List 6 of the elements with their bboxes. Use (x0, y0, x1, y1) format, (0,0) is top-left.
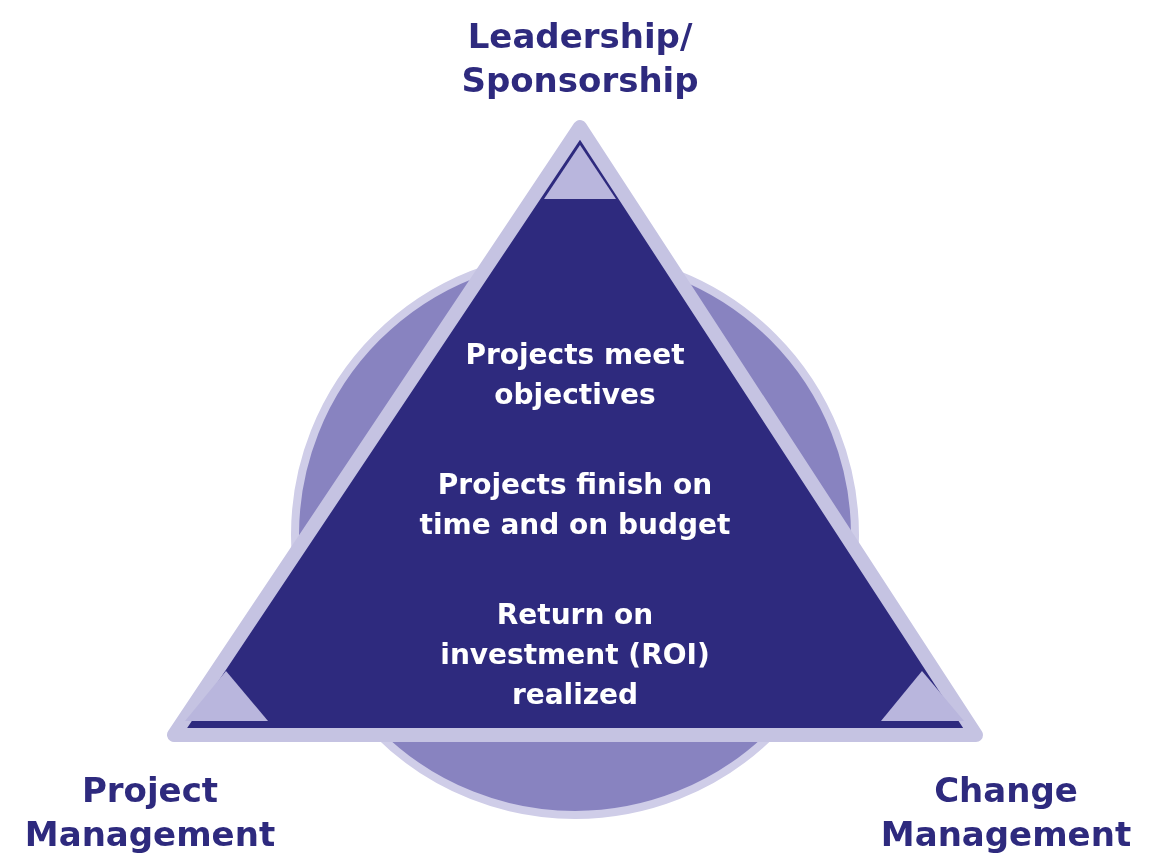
statement-text: Return on investment (ROI) realized (439, 597, 711, 713)
statement-text: Projects meet objectives (464, 337, 686, 413)
corner-label: Project Management (23, 769, 277, 856)
statement-text: Projects finish on time and on budget (418, 467, 732, 543)
corner-label: Change Management (879, 769, 1133, 856)
corner-label: Leadership/ Sponsorship (460, 15, 700, 102)
